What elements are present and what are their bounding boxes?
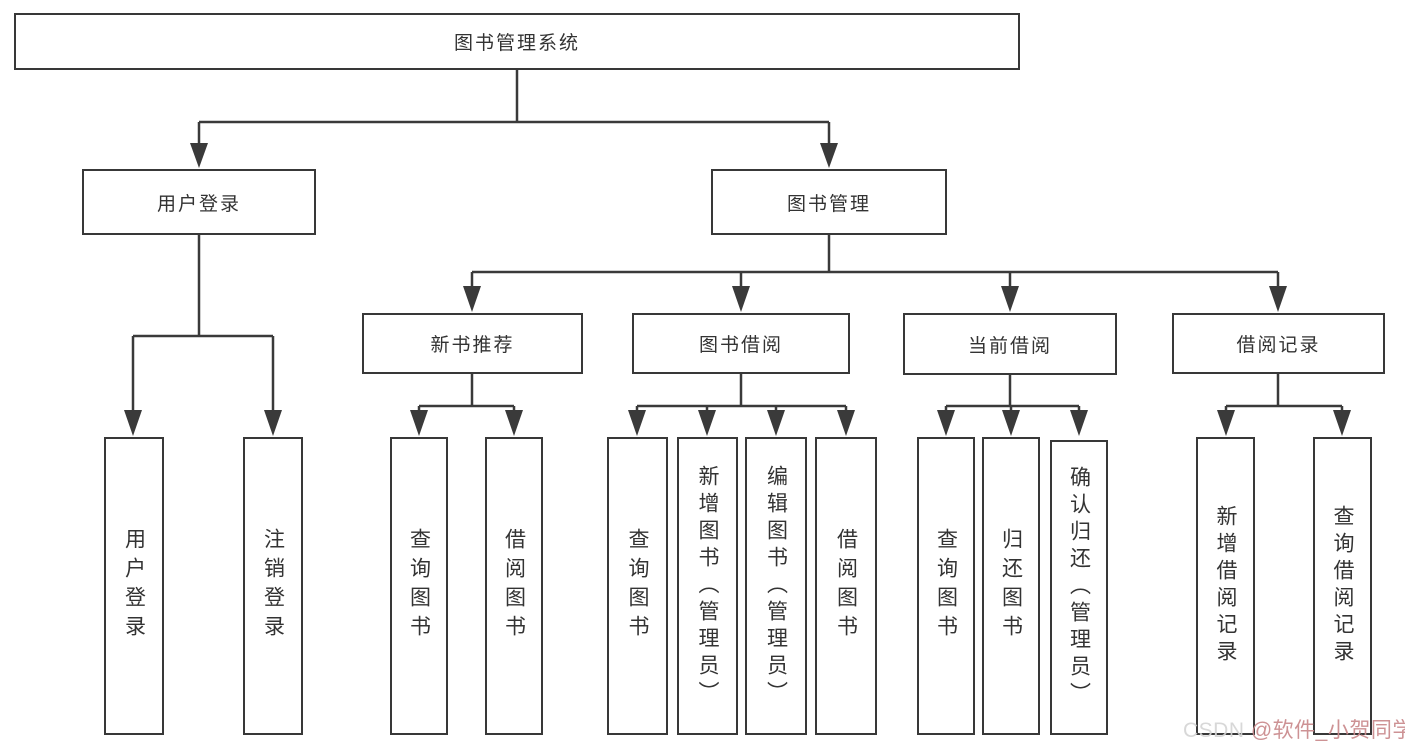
node-borrowing-record: 借阅记录 bbox=[1172, 313, 1385, 374]
leaf-br-add-record: 新增借阅记录 bbox=[1196, 437, 1255, 735]
leaf-bb-borrow-book: 借阅图书 bbox=[815, 437, 877, 735]
leaf-bb-query-book: 查询图书 bbox=[607, 437, 668, 735]
node-user-login: 用户登录 bbox=[82, 169, 316, 235]
leaf-logout: 注销登录 bbox=[243, 437, 303, 735]
node-new-book-recommendation: 新书推荐 bbox=[362, 313, 583, 374]
leaf-bb-add-book-admin: 新增图书（管理员） bbox=[677, 437, 738, 735]
watermark-site-label: CSDN bbox=[1183, 719, 1251, 742]
leaf-bb-edit-book-admin: 编辑图书（管理员） bbox=[745, 437, 807, 735]
leaf-cb-query-book: 查询图书 bbox=[917, 437, 975, 735]
leaf-nbr-borrow-book: 借阅图书 bbox=[485, 437, 543, 735]
node-root-system: 图书管理系统 bbox=[14, 13, 1020, 70]
leaf-cb-return-book: 归还图书 bbox=[982, 437, 1040, 735]
csdn-watermark: CSDN @软件_小贺同学 bbox=[1183, 714, 1405, 744]
leaf-user-login: 用户登录 bbox=[104, 437, 164, 735]
node-current-borrowing: 当前借阅 bbox=[903, 313, 1117, 375]
leaf-br-query-record: 查询借阅记录 bbox=[1313, 437, 1372, 735]
leaf-nbr-query-book: 查询图书 bbox=[390, 437, 448, 735]
watermark-author-label: @软件_小贺同学 bbox=[1250, 719, 1405, 742]
leaf-cb-confirm-return-admin: 确认归还（管理员） bbox=[1050, 440, 1108, 735]
node-book-borrowing: 图书借阅 bbox=[632, 313, 850, 374]
node-book-management: 图书管理 bbox=[711, 169, 947, 235]
